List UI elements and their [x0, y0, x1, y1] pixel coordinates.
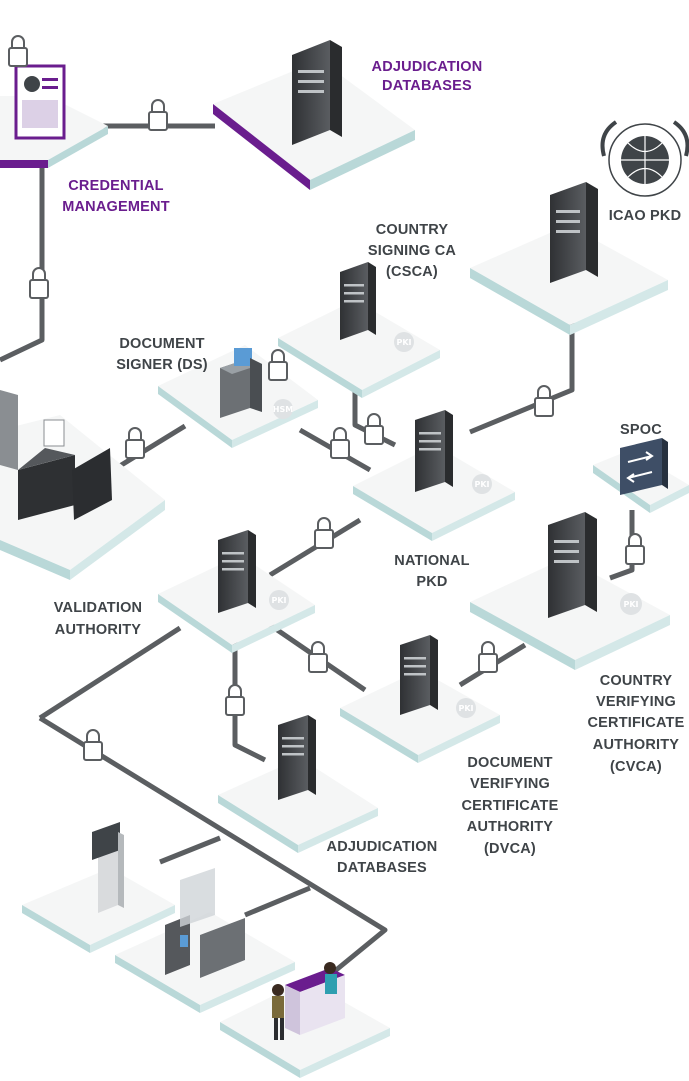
label-icao-pkd: ICAO PKD [609, 208, 682, 224]
svg-text:PKI: PKI [623, 600, 638, 609]
server-dvca [400, 635, 438, 715]
border-desk [272, 962, 345, 1040]
link-kiosk-branch [159, 835, 221, 865]
svg-text:DOCUMENT: DOCUMENT [467, 755, 552, 771]
label-credential-management: CREDENTIAL MANAGEMENT [62, 178, 170, 215]
padlock-icons [8, 35, 645, 761]
server-adjudication-top [292, 40, 342, 145]
label-validation-authority: VALIDATION AUTHORITY [54, 600, 142, 638]
server-adjudication-bottom [278, 715, 316, 800]
svg-text:ADJUDICATION: ADJUDICATION [372, 59, 483, 75]
svg-text:SIGNING CA: SIGNING CA [368, 243, 457, 259]
pki-badge: PKI [472, 474, 492, 494]
svg-text:CERTIFICATE: CERTIFICATE [462, 798, 559, 814]
platform-national-pkd [353, 445, 515, 541]
label-adjudication-bottom: ADJUDICATION DATABASES [327, 839, 438, 876]
label-csca: COUNTRY SIGNING CA (CSCA) [368, 222, 457, 280]
server-icao-pkd [550, 182, 598, 283]
platform-dvca [340, 670, 500, 763]
document-signer-device [220, 348, 262, 418]
lock-icon [364, 413, 384, 445]
credential-document-icon [14, 64, 66, 140]
spoc-device [620, 438, 668, 495]
svg-text:(CSCA): (CSCA) [386, 264, 438, 280]
pki-badges: PKI HSM PKI PKI PKI PKI [269, 332, 642, 718]
svg-text:PKI: PKI [474, 480, 489, 489]
svg-text:PKI: PKI [396, 338, 411, 347]
pki-badge: PKI [456, 698, 476, 718]
svg-text:SIGNER (DS): SIGNER (DS) [116, 357, 208, 373]
svg-text:PKI: PKI [271, 596, 286, 605]
icao-logo [600, 120, 689, 197]
egate-device [165, 868, 245, 978]
pki-badge: PKI [394, 332, 414, 352]
svg-text:VERIFYING: VERIFYING [596, 694, 676, 710]
svg-text:MANAGEMENT: MANAGEMENT [62, 199, 170, 215]
link-validation-adjudication [232, 640, 267, 763]
lock-icon [314, 517, 334, 549]
link-egate-branch [244, 885, 311, 918]
pki-badge: PKI [269, 590, 289, 610]
label-document-signer: DOCUMENT SIGNER (DS) [116, 336, 208, 373]
lock-icon [83, 729, 103, 761]
link-ds-station [108, 423, 187, 475]
lock-icon [308, 641, 328, 673]
svg-text:VALIDATION: VALIDATION [54, 600, 142, 616]
lock-icon [478, 641, 498, 673]
label-adjudication-top: ADJUDICATION DATABASES [372, 59, 483, 94]
svg-text:ADJUDICATION: ADJUDICATION [327, 839, 438, 855]
label-spoc: SPOC [620, 422, 662, 438]
lock-icon [148, 99, 168, 131]
lock-icon [534, 385, 554, 417]
svg-text:DOCUMENT: DOCUMENT [119, 336, 204, 352]
svg-text:PKI: PKI [458, 704, 473, 713]
svg-text:SPOC: SPOC [620, 422, 662, 438]
link-main-diagonal [38, 715, 388, 977]
svg-text:COUNTRY: COUNTRY [600, 673, 673, 689]
server-csca [340, 262, 376, 340]
server-national-pkd [415, 410, 453, 492]
pki-badge: PKI [620, 593, 642, 615]
svg-text:AUTHORITY: AUTHORITY [467, 819, 554, 835]
svg-text:VERIFYING: VERIFYING [470, 776, 550, 792]
server-cvca [548, 512, 597, 618]
label-national-pkd: NATIONAL PKD [394, 553, 469, 590]
station-equipment [0, 390, 112, 520]
label-dvca: DOCUMENT VERIFYING CERTIFICATE AUTHORITY… [462, 755, 559, 857]
svg-text:AUTHORITY: AUTHORITY [593, 737, 680, 753]
lock-icon [29, 267, 49, 299]
svg-text:(CVCA): (CVCA) [610, 759, 662, 775]
svg-text:PKD: PKD [416, 574, 447, 590]
server-validation [218, 530, 256, 613]
link-credential-vertical [0, 140, 45, 363]
svg-text:(DVCA): (DVCA) [484, 841, 536, 857]
lock-icon [8, 35, 28, 67]
lock-icon [330, 427, 350, 459]
label-cvca: COUNTRY VERIFYING CERTIFICATE AUTHORITY … [588, 673, 685, 775]
link-spoc-cvca [609, 510, 635, 581]
svg-text:DATABASES: DATABASES [337, 860, 427, 876]
svg-text:DATABASES: DATABASES [382, 78, 472, 94]
platform-adjudication-bottom [218, 758, 378, 853]
svg-text:AUTHORITY: AUTHORITY [55, 622, 142, 638]
link-validation-left [38, 625, 182, 721]
svg-text:NATIONAL: NATIONAL [394, 553, 469, 569]
svg-text:HSM: HSM [273, 405, 293, 414]
lock-icon [268, 349, 288, 381]
lock-icon [225, 684, 245, 716]
svg-text:COUNTRY: COUNTRY [376, 222, 449, 238]
lock-icon [125, 427, 145, 459]
hsm-badge: HSM [273, 399, 293, 419]
platform-csca [278, 300, 440, 398]
svg-text:ICAO PKD: ICAO PKD [609, 208, 682, 224]
svg-text:CREDENTIAL: CREDENTIAL [68, 178, 163, 194]
svg-text:CERTIFICATE: CERTIFICATE [588, 715, 685, 731]
kiosk-device [92, 822, 124, 913]
lock-icon [625, 533, 645, 565]
